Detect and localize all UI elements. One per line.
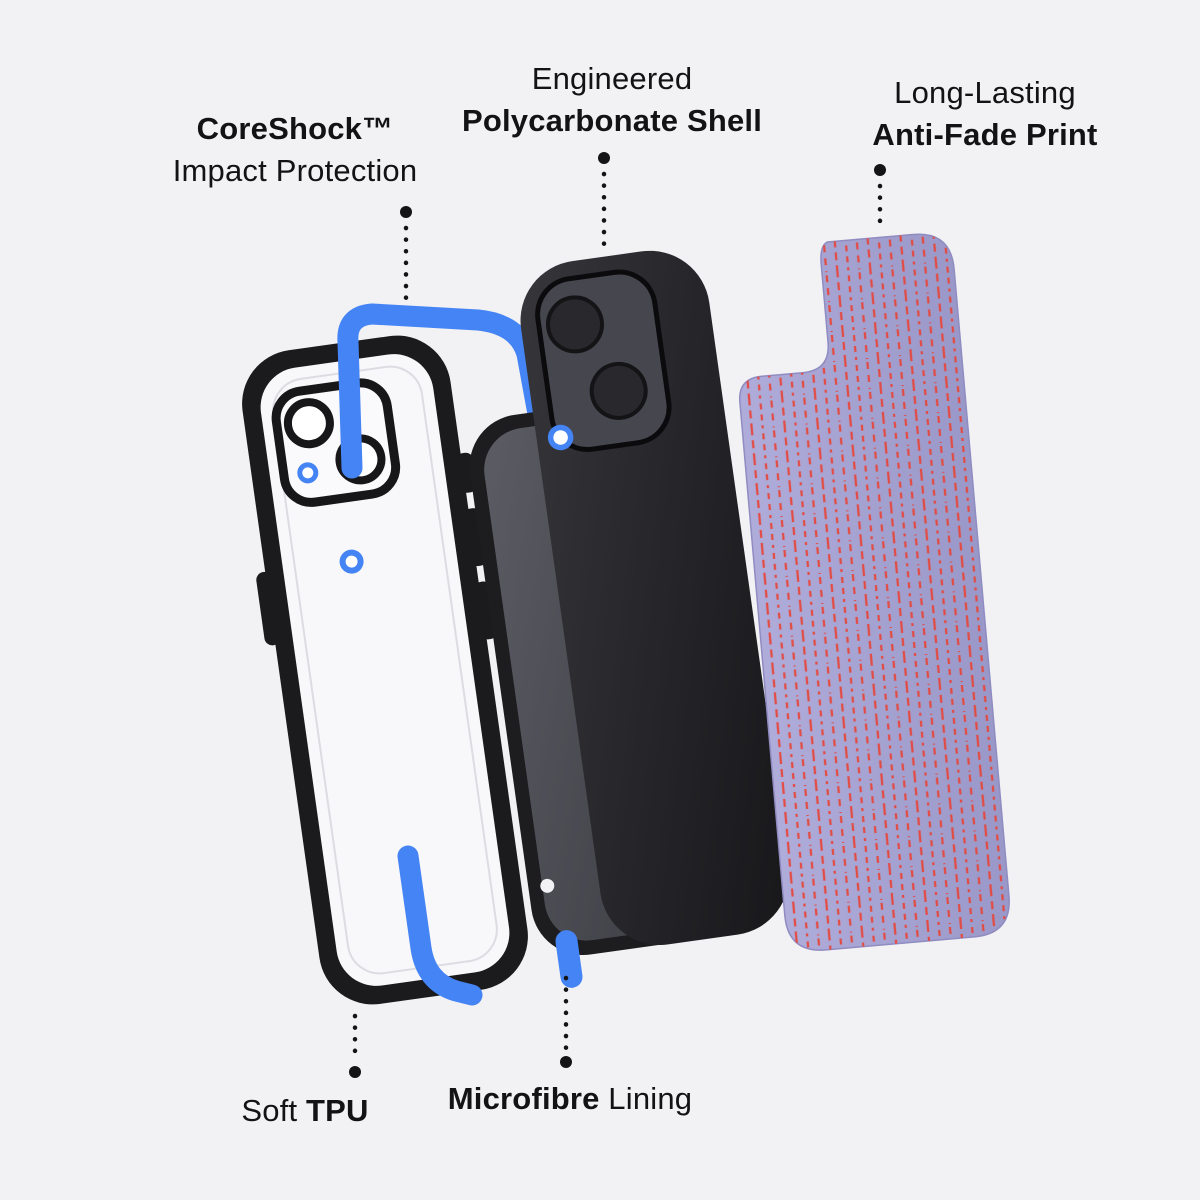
callout-coreshock: CoreShock™ Impact Protection bbox=[173, 108, 418, 192]
callout-coreshock-title: CoreShock™ bbox=[196, 111, 394, 146]
callout-lining-title: Microfibre bbox=[447, 1081, 600, 1116]
leader-lines bbox=[349, 152, 886, 1078]
bumper-case-layer bbox=[242, 335, 528, 1005]
callout-lining-suffix: Lining bbox=[608, 1081, 693, 1116]
camera-lens-top bbox=[283, 398, 334, 449]
callout-print-title: Anti-Fade Print bbox=[872, 117, 1098, 152]
callout-shell-subtitle: Engineered bbox=[531, 61, 693, 96]
callout-shell: Engineered Polycarbonate Shell bbox=[462, 58, 762, 142]
callout-tpu-prefix: Soft bbox=[241, 1093, 298, 1128]
coreshock-tab-bottom bbox=[555, 930, 583, 988]
leader-dot-lining bbox=[560, 1056, 572, 1068]
fastener-hole bbox=[540, 878, 555, 893]
lens-opening-top bbox=[546, 295, 605, 354]
lanyard-ring bbox=[547, 424, 574, 451]
print-plate-layer bbox=[739, 233, 1010, 951]
coreshock-rail-bottom bbox=[397, 845, 483, 1006]
leader-dot-tpu bbox=[349, 1066, 361, 1078]
stripe-print bbox=[739, 234, 1010, 951]
callout-tpu-title: TPU bbox=[306, 1093, 369, 1128]
callout-coreshock-subtitle: Impact Protection bbox=[172, 153, 418, 188]
callout-shell-title: Polycarbonate Shell bbox=[461, 103, 763, 138]
lens-opening-bottom bbox=[589, 361, 648, 420]
leader-dot-shell bbox=[598, 152, 610, 164]
coreshock-rail-top bbox=[337, 303, 556, 479]
clear-back-panel bbox=[260, 354, 510, 986]
side-button-left bbox=[256, 571, 281, 646]
shell-layer bbox=[520, 250, 790, 946]
coreshock-dot bbox=[339, 549, 364, 574]
camera-module bbox=[271, 378, 401, 507]
camera-cutout bbox=[535, 269, 672, 452]
callout-print: Long-Lasting Anti-Fade Print bbox=[872, 72, 1097, 156]
callout-print-subtitle: Long-Lasting bbox=[894, 75, 1076, 110]
leader-dot-print bbox=[874, 164, 886, 176]
leader-dot-coreshock bbox=[400, 206, 412, 218]
coreshock-rails bbox=[337, 303, 556, 1006]
coreshock-ring-small bbox=[297, 462, 319, 484]
